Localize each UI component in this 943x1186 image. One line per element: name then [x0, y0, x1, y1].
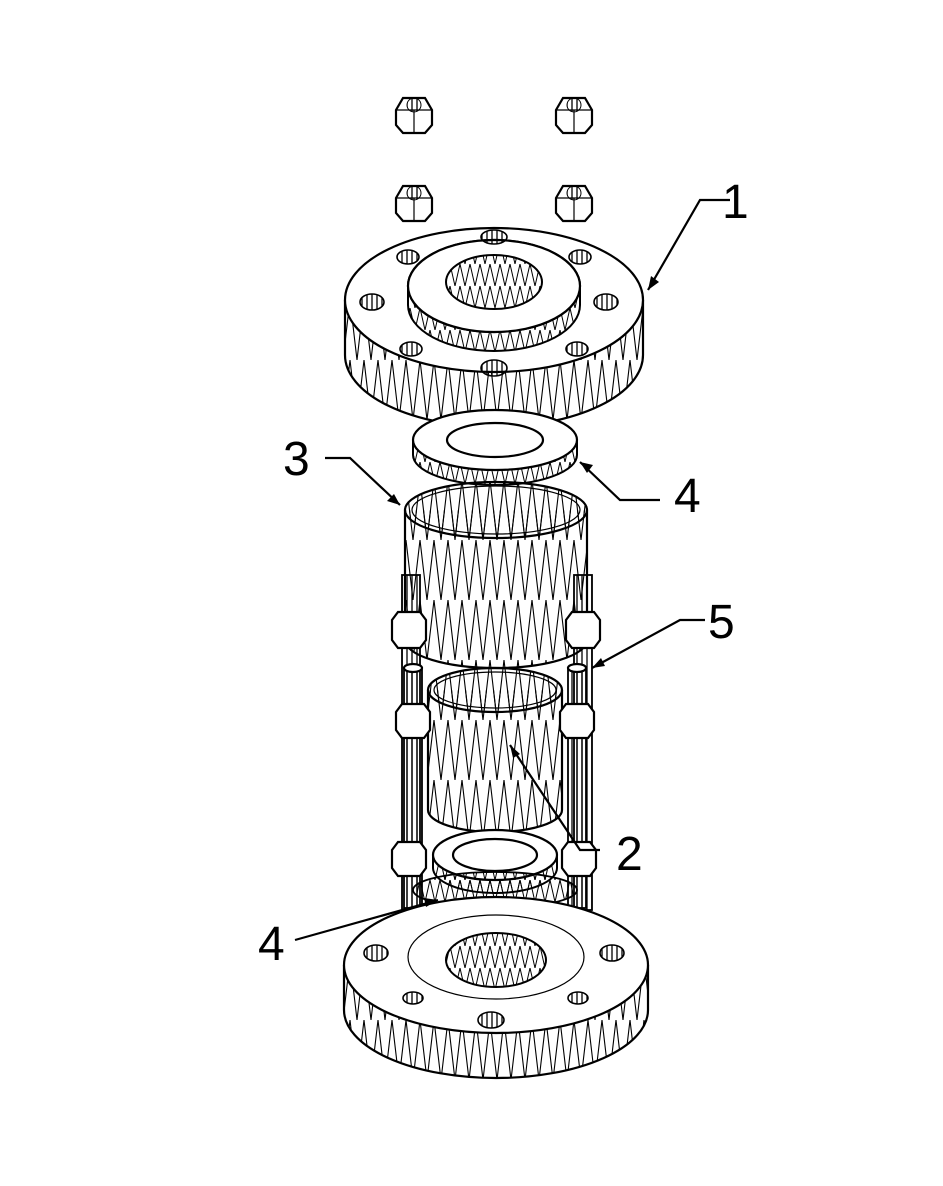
- callout-2: 2: [616, 828, 643, 881]
- gasket-icon: [411, 408, 579, 486]
- callout-5: 5: [708, 596, 735, 649]
- callout-1: 1: [722, 176, 749, 229]
- hex-nut-icon: [394, 96, 434, 135]
- callout-4-top: 4: [674, 470, 701, 523]
- hex-nut-icon: [554, 96, 594, 135]
- hex-nut-icon: [554, 184, 594, 223]
- cylinder-icon: [426, 666, 564, 834]
- cylinder-icon: [403, 480, 589, 670]
- flange-icon: [342, 895, 650, 1080]
- leader-lines: [294, 198, 730, 942]
- callout-3: 3: [283, 433, 310, 486]
- hex-nut-icon: [394, 184, 434, 223]
- hex-nut-icon: [390, 610, 602, 650]
- flange-icon: [343, 226, 645, 429]
- callout-4-bottom: 4: [258, 918, 285, 971]
